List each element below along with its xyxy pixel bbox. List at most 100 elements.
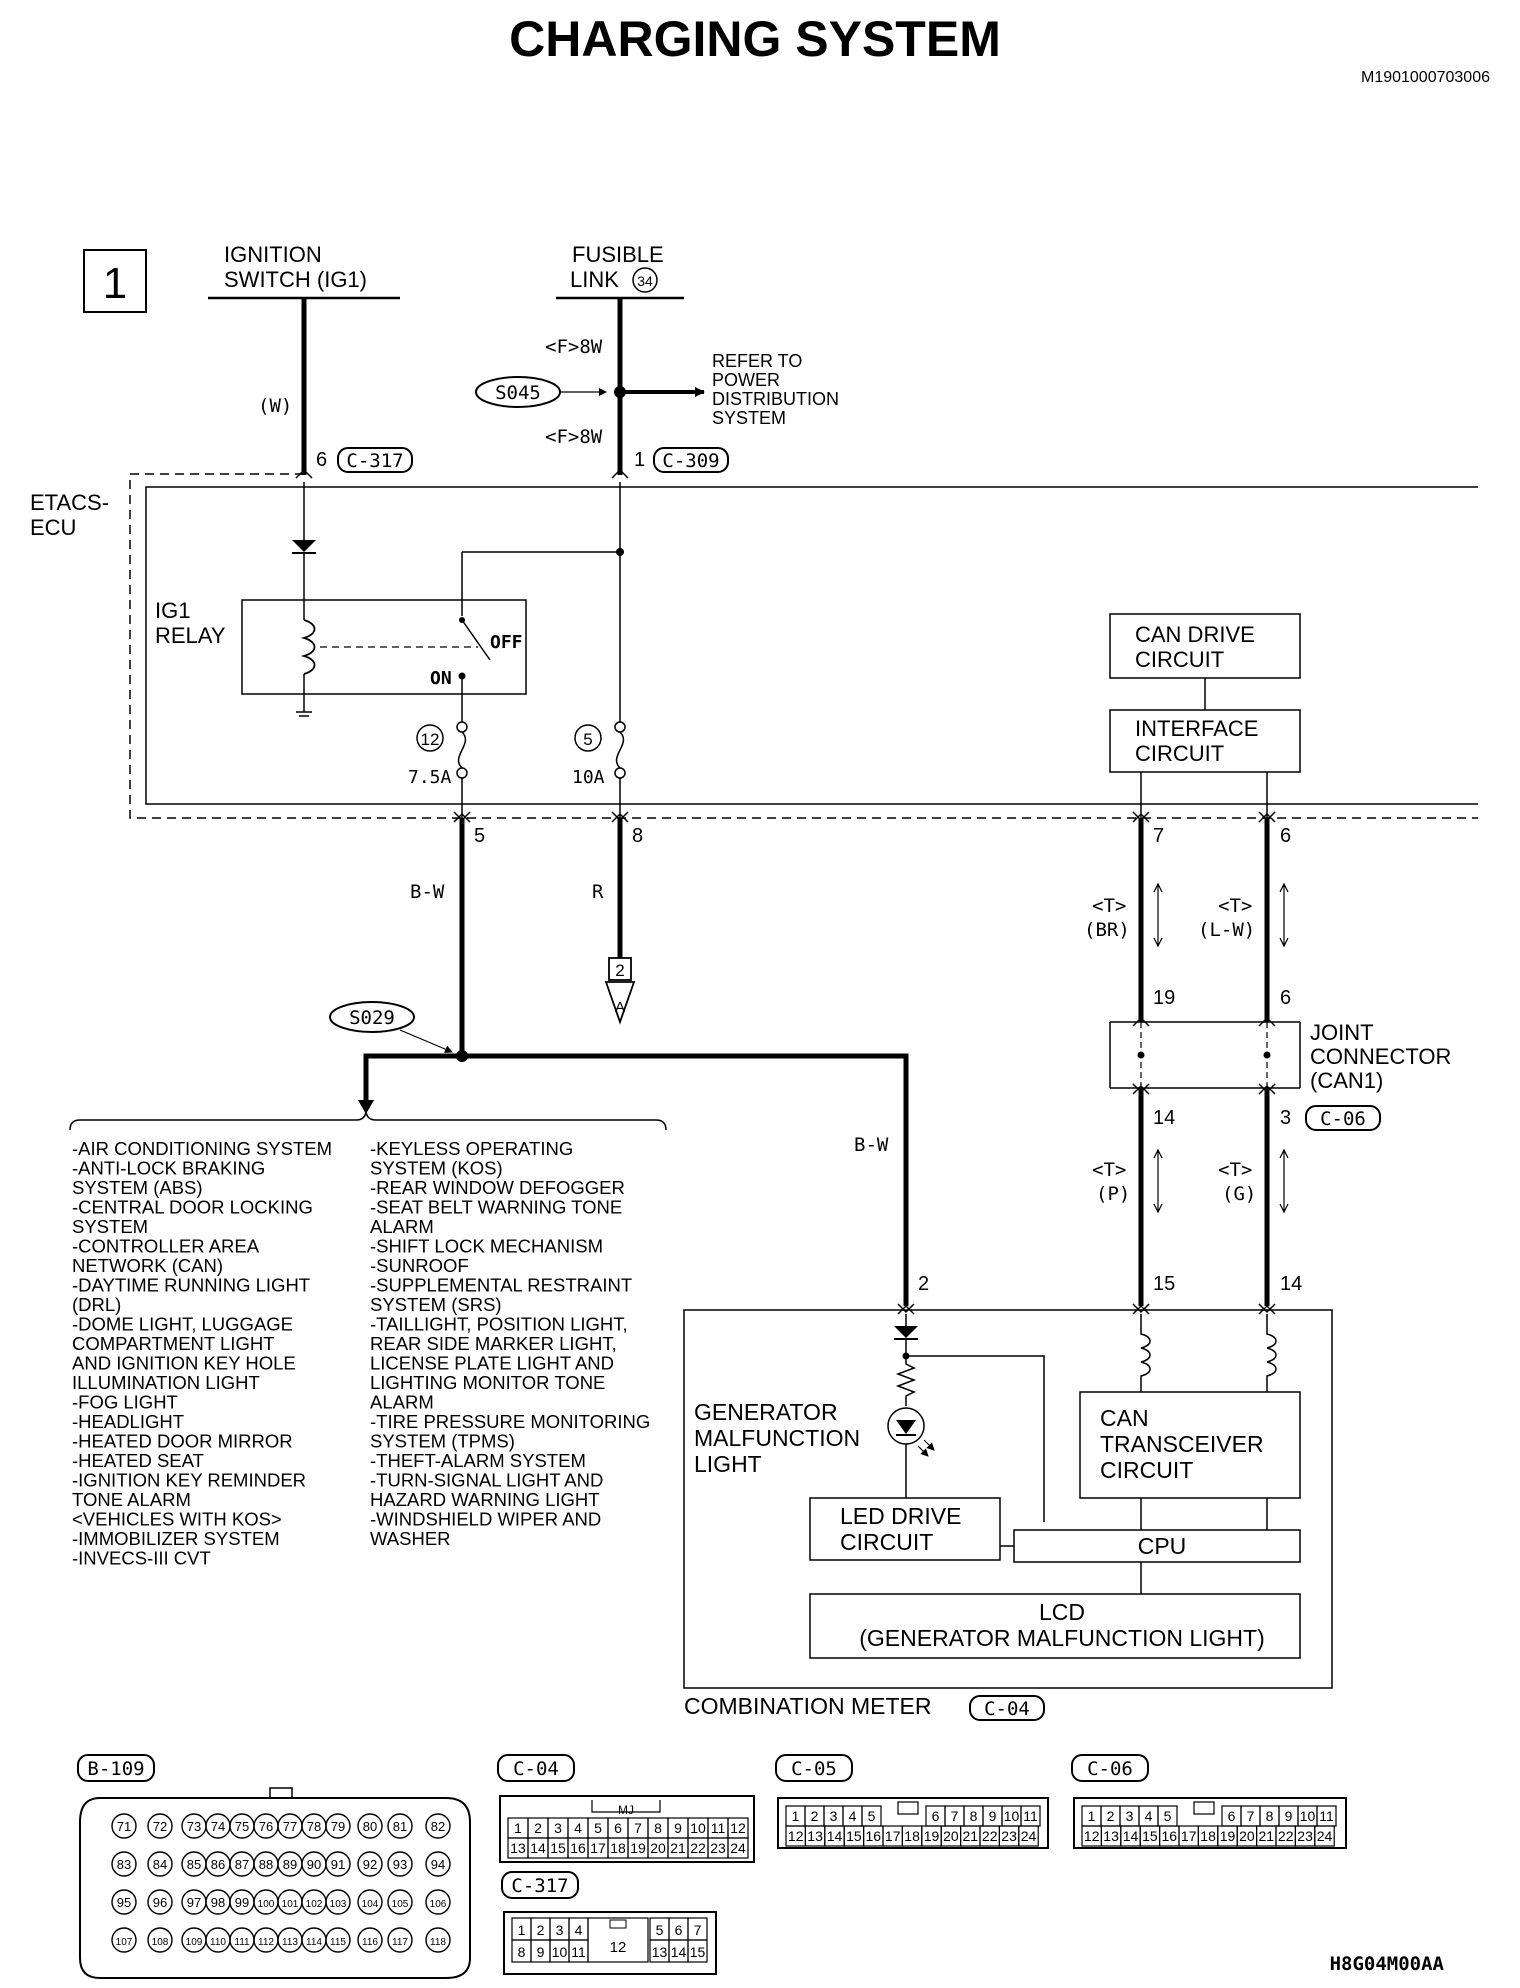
pin-1-c309: 1: [634, 449, 645, 471]
systems-list-col1: -AIR CONDITIONING SYSTEM-ANTI-LOCK BRAKI…: [72, 1138, 332, 1569]
pin-14: 14: [1153, 1107, 1175, 1129]
pin-label: 4: [1145, 1808, 1153, 1824]
pin-circle: [325, 1851, 351, 1877]
wire-t-1: <T>: [1092, 895, 1126, 917]
pin-circle: [357, 1851, 383, 1877]
pin-circle: [147, 1889, 173, 1915]
system-item: -TIRE PRESSURE MONITORING: [370, 1411, 650, 1432]
pin-label: 1: [1088, 1808, 1096, 1824]
pin-circle: [325, 1889, 351, 1915]
splice-s029: S029: [349, 1007, 395, 1029]
pin-label: 23: [710, 1840, 726, 1856]
joint-label: JOINT: [1310, 1020, 1374, 1045]
pin-label: 8: [518, 1944, 526, 1960]
system-item: -KEYLESS OPERATING: [370, 1138, 573, 1159]
system-item: REAR SIDE MARKER LIGHT,: [370, 1333, 617, 1354]
fuse5-rating: 10A: [572, 767, 605, 788]
pin-label: 94: [431, 1857, 445, 1872]
system-item: -CENTRAL DOOR LOCKING: [72, 1197, 313, 1218]
can-trans-label-3: CIRCUIT: [1100, 1457, 1193, 1483]
switch-on-label: ON: [430, 668, 452, 689]
pin-cell: [687, 1939, 708, 1963]
pin-label: 106: [430, 1899, 447, 1910]
fuse5-link: [615, 731, 625, 769]
c04-mj: MJ: [618, 1803, 634, 1817]
pin-label: 1: [514, 1820, 522, 1836]
pin-label: 20: [650, 1840, 666, 1856]
wire-r-label: R: [592, 881, 604, 903]
joint-label-3: (CAN1): [1310, 1068, 1383, 1093]
pin-circle: [147, 1813, 173, 1839]
pin-label: 11: [711, 1820, 726, 1836]
conn-c309: C-309: [662, 450, 719, 472]
fuse12-num: 12: [421, 730, 440, 749]
pin-cell: [727, 1837, 749, 1859]
ref-2-box: [608, 957, 632, 981]
pin-7: 7: [1153, 825, 1164, 847]
wire-t-3: <T>: [1092, 1159, 1126, 1181]
fusible-link-number-circle: [632, 267, 658, 293]
pin-label: 74: [211, 1819, 225, 1834]
pin-label: 79: [331, 1819, 345, 1834]
pin-6-joint: 6: [1280, 987, 1291, 1009]
b109-housing: [79, 1797, 471, 1979]
pin-label: 10: [552, 1944, 568, 1960]
pin-label: 23: [1297, 1828, 1313, 1844]
pin-label: 117: [392, 1937, 408, 1948]
system-item: -CONTROLLER AREA: [72, 1236, 260, 1257]
conn-c06-badge: [1071, 1754, 1149, 1782]
pin-label: 17: [1181, 1828, 1197, 1844]
system-item: SYSTEM (TPMS): [370, 1431, 515, 1452]
system-item: SYSTEM (KOS): [370, 1158, 503, 1179]
pin-circle: [357, 1813, 383, 1839]
system-item: -HEATED SEAT: [72, 1450, 204, 1471]
pin-label: 4: [849, 1808, 857, 1824]
pin-circle: [425, 1851, 451, 1877]
system-item: <VEHICLES WITH KOS>: [72, 1509, 282, 1530]
pin-label: 13: [652, 1944, 668, 1960]
etacs-label: ETACS-: [30, 490, 109, 515]
pin-label: 78: [307, 1819, 321, 1834]
conn-c317-badge: [501, 1871, 579, 1899]
switch-blade: [461, 619, 491, 661]
pin-label: 11: [1319, 1808, 1334, 1824]
pin-label: 98: [211, 1895, 225, 1910]
pin-circle: [357, 1889, 383, 1915]
pin-circle: [147, 1851, 173, 1877]
pin-label: 16: [1162, 1828, 1178, 1844]
conn-c317-label: C-317: [511, 1875, 568, 1897]
pin-label: 11: [1023, 1808, 1038, 1824]
pin-label: 109: [186, 1937, 203, 1948]
ref-2: 2: [615, 961, 624, 980]
pin-label: 9: [537, 1944, 545, 1960]
pin-circle: [325, 1927, 351, 1953]
pin-label: 92: [363, 1857, 377, 1872]
pin-label: 14: [1123, 1828, 1139, 1844]
pin-label: 89: [283, 1857, 297, 1872]
pin-label: 113: [282, 1937, 298, 1948]
c06-housing: [1073, 1797, 1347, 1849]
pin-label: 100: [258, 1899, 275, 1910]
splice-s045: S045: [495, 382, 541, 404]
system-item: -SUNROOF: [370, 1255, 469, 1276]
system-item: -HEADLIGHT: [72, 1411, 184, 1432]
pin-label: 3: [1126, 1808, 1134, 1824]
relay-coil: [300, 619, 316, 675]
pin-label: 18: [610, 1840, 626, 1856]
pin-label: 85: [187, 1857, 201, 1872]
system-item: TONE ALARM: [72, 1489, 191, 1510]
led-symbol: [896, 1420, 916, 1434]
c06-key: [1193, 1801, 1215, 1815]
pin-label: 3: [830, 1808, 838, 1824]
page-title: CHARGING SYSTEM: [509, 11, 1001, 67]
wire-bw-to-meter: [462, 1053, 909, 1306]
pin-label: 112: [258, 1937, 274, 1948]
pin-label: 93: [393, 1857, 407, 1872]
pin-3: 3: [1280, 1107, 1291, 1129]
ref-a: A: [615, 999, 625, 1016]
pin-label: 9: [1285, 1808, 1293, 1824]
c05-key: [897, 1801, 919, 1815]
pin-circle: [425, 1813, 451, 1839]
pin-label: 22: [982, 1828, 998, 1844]
